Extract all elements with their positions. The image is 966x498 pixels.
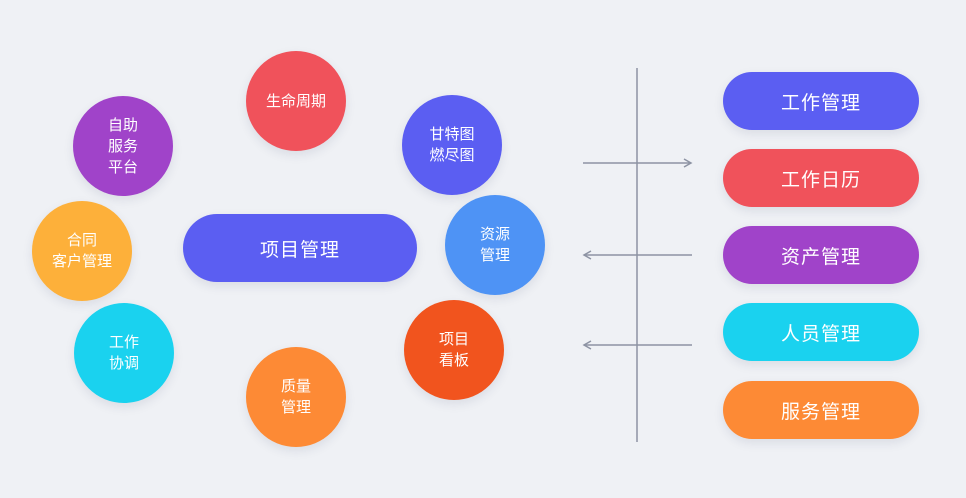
module-label: 服务管理 [780, 400, 861, 423]
hub-label: 项目管理 [259, 238, 340, 261]
node-resource: 资源 管理 [445, 195, 545, 295]
project-management-hub: 项目管理 [183, 214, 417, 282]
node-collab: 工作 协调 [74, 303, 174, 403]
module-asset-management: 资产管理 [723, 226, 919, 284]
module-label: 工作日历 [780, 168, 861, 191]
module-label: 资产管理 [780, 245, 861, 268]
node-label: 自助 服务 平台 [107, 115, 138, 176]
module-work-calendar: 工作日历 [723, 149, 919, 207]
node-lifecycle: 生命周期 [246, 51, 346, 151]
node-label: 甘特图 燃尽图 [429, 125, 475, 164]
module-label: 人员管理 [780, 322, 861, 345]
node-label: 质量 管理 [280, 377, 311, 416]
module-service-management: 服务管理 [723, 381, 919, 439]
arrow-right [583, 158, 693, 168]
node-label: 项目 看板 [438, 330, 469, 369]
node-label: 工作 协调 [108, 333, 139, 372]
node-label: 合同 客户管理 [51, 231, 112, 270]
node-gantt: 甘特图 燃尽图 [402, 95, 502, 195]
arrow-left [582, 250, 692, 260]
module-label: 工作管理 [780, 91, 861, 114]
node-quality: 质量 管理 [246, 347, 346, 447]
node-label: 生命周期 [265, 91, 326, 110]
arrow-left [582, 340, 692, 350]
node-contract: 合同 客户管理 [32, 201, 132, 301]
node-board: 项目 看板 [404, 300, 504, 400]
node-self-service: 自助 服务 平台 [73, 96, 173, 196]
node-label: 资源 管理 [479, 225, 510, 264]
module-personnel-management: 人员管理 [723, 303, 919, 361]
module-work-management: 工作管理 [723, 72, 919, 130]
